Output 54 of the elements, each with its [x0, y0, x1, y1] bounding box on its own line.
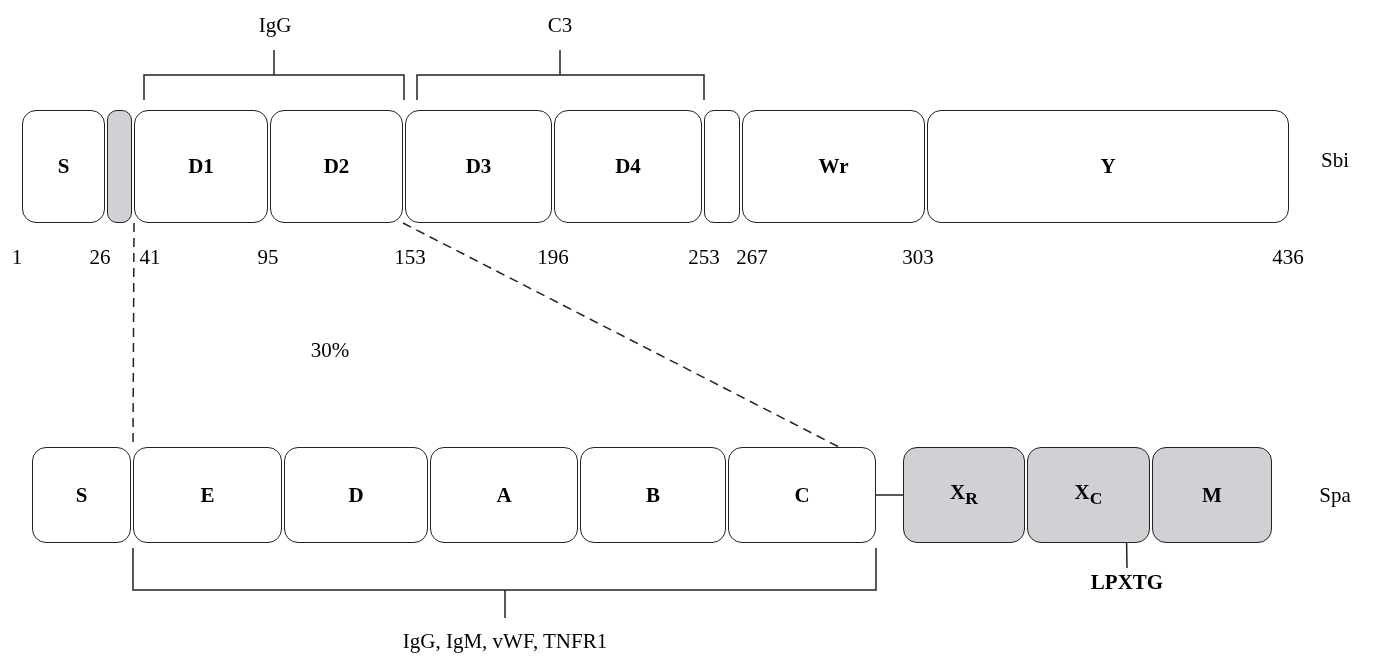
domain-label: S: [75, 482, 88, 508]
domain-box: [927, 110, 1289, 223]
residue-number: 1: [11, 244, 23, 270]
domain-box: [1027, 447, 1150, 543]
connector-line: [875, 494, 904, 496]
domain-box: [32, 447, 131, 543]
domain-label: Wr: [818, 154, 849, 179]
domain-box: [554, 110, 702, 223]
residue-number: 196: [537, 244, 569, 270]
domain-box: [22, 110, 105, 223]
domain-label: C: [794, 482, 810, 508]
binding-partner-label: IgG: [258, 12, 292, 38]
domain-box: [270, 110, 403, 223]
residue-number: 41: [139, 244, 161, 270]
domain-label: D1: [188, 154, 214, 179]
protein-name: Sbi: [1321, 147, 1349, 173]
domain-label: D2: [323, 154, 350, 179]
domain-label: S: [57, 154, 70, 179]
dashed-line: [402, 222, 840, 448]
domain-box: [405, 110, 552, 223]
domain-label: E: [200, 482, 215, 508]
domain-box: [284, 447, 428, 543]
binding-partner-label: IgG, IgM, vWF, TNFR1: [402, 628, 608, 654]
domain-label: X$_{C}$: [1074, 480, 1103, 510]
residue-number: 95: [257, 244, 279, 270]
domain-label: D3: [465, 154, 492, 179]
domain-box: [107, 110, 132, 223]
residue-number: 153: [394, 244, 426, 270]
domain-box: [903, 447, 1025, 543]
domain-label: A: [496, 482, 512, 508]
domain-label: X$_{R}$: [950, 480, 978, 510]
residue-number: 436: [1272, 244, 1304, 270]
domain-box: [1152, 447, 1272, 543]
protein-name: Spa: [1319, 482, 1351, 508]
domain-box: [704, 110, 740, 223]
residue-number: 26: [89, 244, 111, 270]
domain-box: [728, 447, 876, 543]
domain-label: D4: [615, 154, 641, 179]
residue-number: 303: [902, 244, 934, 270]
domain-box: [580, 447, 726, 543]
motif-label: LPXTG: [1087, 568, 1167, 596]
residue-number: 267: [736, 244, 768, 270]
domain-label: D: [348, 482, 364, 508]
domain-label: M: [1202, 482, 1222, 508]
domain-box: [134, 110, 268, 223]
domain-label: B: [646, 482, 660, 508]
domain-label: Y: [1100, 154, 1116, 179]
domain-box: [430, 447, 578, 543]
domain-box: [742, 110, 925, 223]
binding-partner-label: C3: [547, 12, 573, 38]
residue-number: 253: [688, 244, 720, 270]
domain-box: [133, 447, 282, 543]
percent-identity-label: 30%: [310, 337, 350, 363]
leader-line: [1125, 542, 1128, 569]
